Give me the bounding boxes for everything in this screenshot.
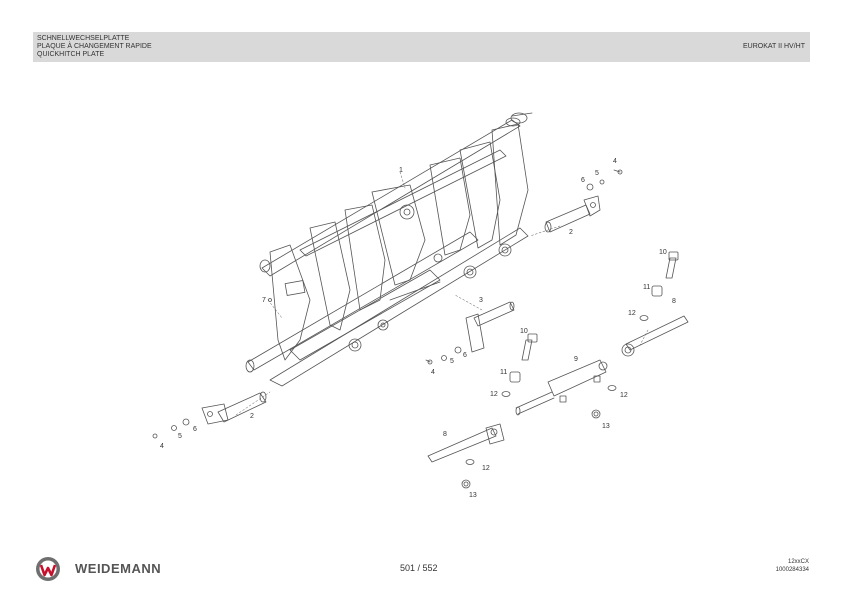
callout-12-d: 12	[482, 465, 490, 472]
bolt-3	[465, 301, 515, 353]
hydraulic-cylinder	[515, 359, 608, 416]
brand-name: WEIDEMANN	[75, 561, 162, 576]
callout-13-a: 13	[602, 423, 610, 430]
callout-4-mid: 4	[431, 369, 435, 376]
title-line-fr: PLAQUE À CHANGEMENT RAPIDE	[37, 43, 152, 50]
callout-5-mid: 5	[450, 358, 454, 365]
callout-11-mid: 11	[500, 369, 507, 376]
callout-9: 9	[574, 356, 578, 363]
title-line-en: QUICKHITCH PLATE	[37, 51, 105, 58]
callout-2-right: 2	[569, 229, 573, 236]
axle-left	[427, 423, 505, 463]
callout-5-left: 5	[178, 433, 182, 440]
callout-8-right: 8	[672, 298, 676, 305]
title-block: SCHNELLWECHSELPLATTE PLAQUE À CHANGEMENT…	[37, 35, 152, 59]
quickhitch-frame	[245, 112, 533, 387]
axle-right	[621, 315, 689, 357]
callout-12-a: 12	[628, 310, 636, 317]
pin-right	[544, 195, 601, 233]
page-header: SCHNELLWECHSELPLATTE PLAQUE À CHANGEMENT…	[33, 32, 810, 62]
callout-7: 7	[262, 297, 266, 304]
title-line-de: SCHNELLWECHSELPLATTE	[37, 35, 130, 42]
callout-11-top: 11	[643, 284, 650, 291]
callout-4-top: 4	[613, 158, 617, 165]
callout-12-b: 12	[490, 391, 498, 398]
callout-8-left: 8	[443, 431, 447, 438]
callout-6-mid: 6	[463, 352, 467, 359]
callout-12-c: 12	[620, 392, 628, 399]
pin-left	[201, 391, 267, 425]
document-code-model: 12xxCX	[787, 559, 809, 565]
document-code-number: 1000284334	[775, 567, 809, 573]
callout-3: 3	[479, 297, 483, 304]
callout-6-top: 6	[581, 177, 585, 184]
callout-10-top: 10	[659, 249, 667, 256]
weidemann-logo-icon	[36, 557, 60, 581]
callout-10-mid: 10	[520, 328, 528, 335]
callout-2-left: 2	[250, 413, 254, 420]
page-number: 501 / 552	[400, 563, 438, 573]
callout-5-top: 5	[595, 170, 599, 177]
callout-13-b: 13	[469, 492, 477, 499]
model-label: EUROKAT II HV/HT	[743, 43, 805, 50]
callout-4-left: 4	[160, 443, 164, 450]
callout-6-left: 6	[193, 426, 197, 433]
document-codes: 12xxCX 1000284334	[776, 558, 809, 574]
callout-1: 1	[399, 167, 403, 174]
